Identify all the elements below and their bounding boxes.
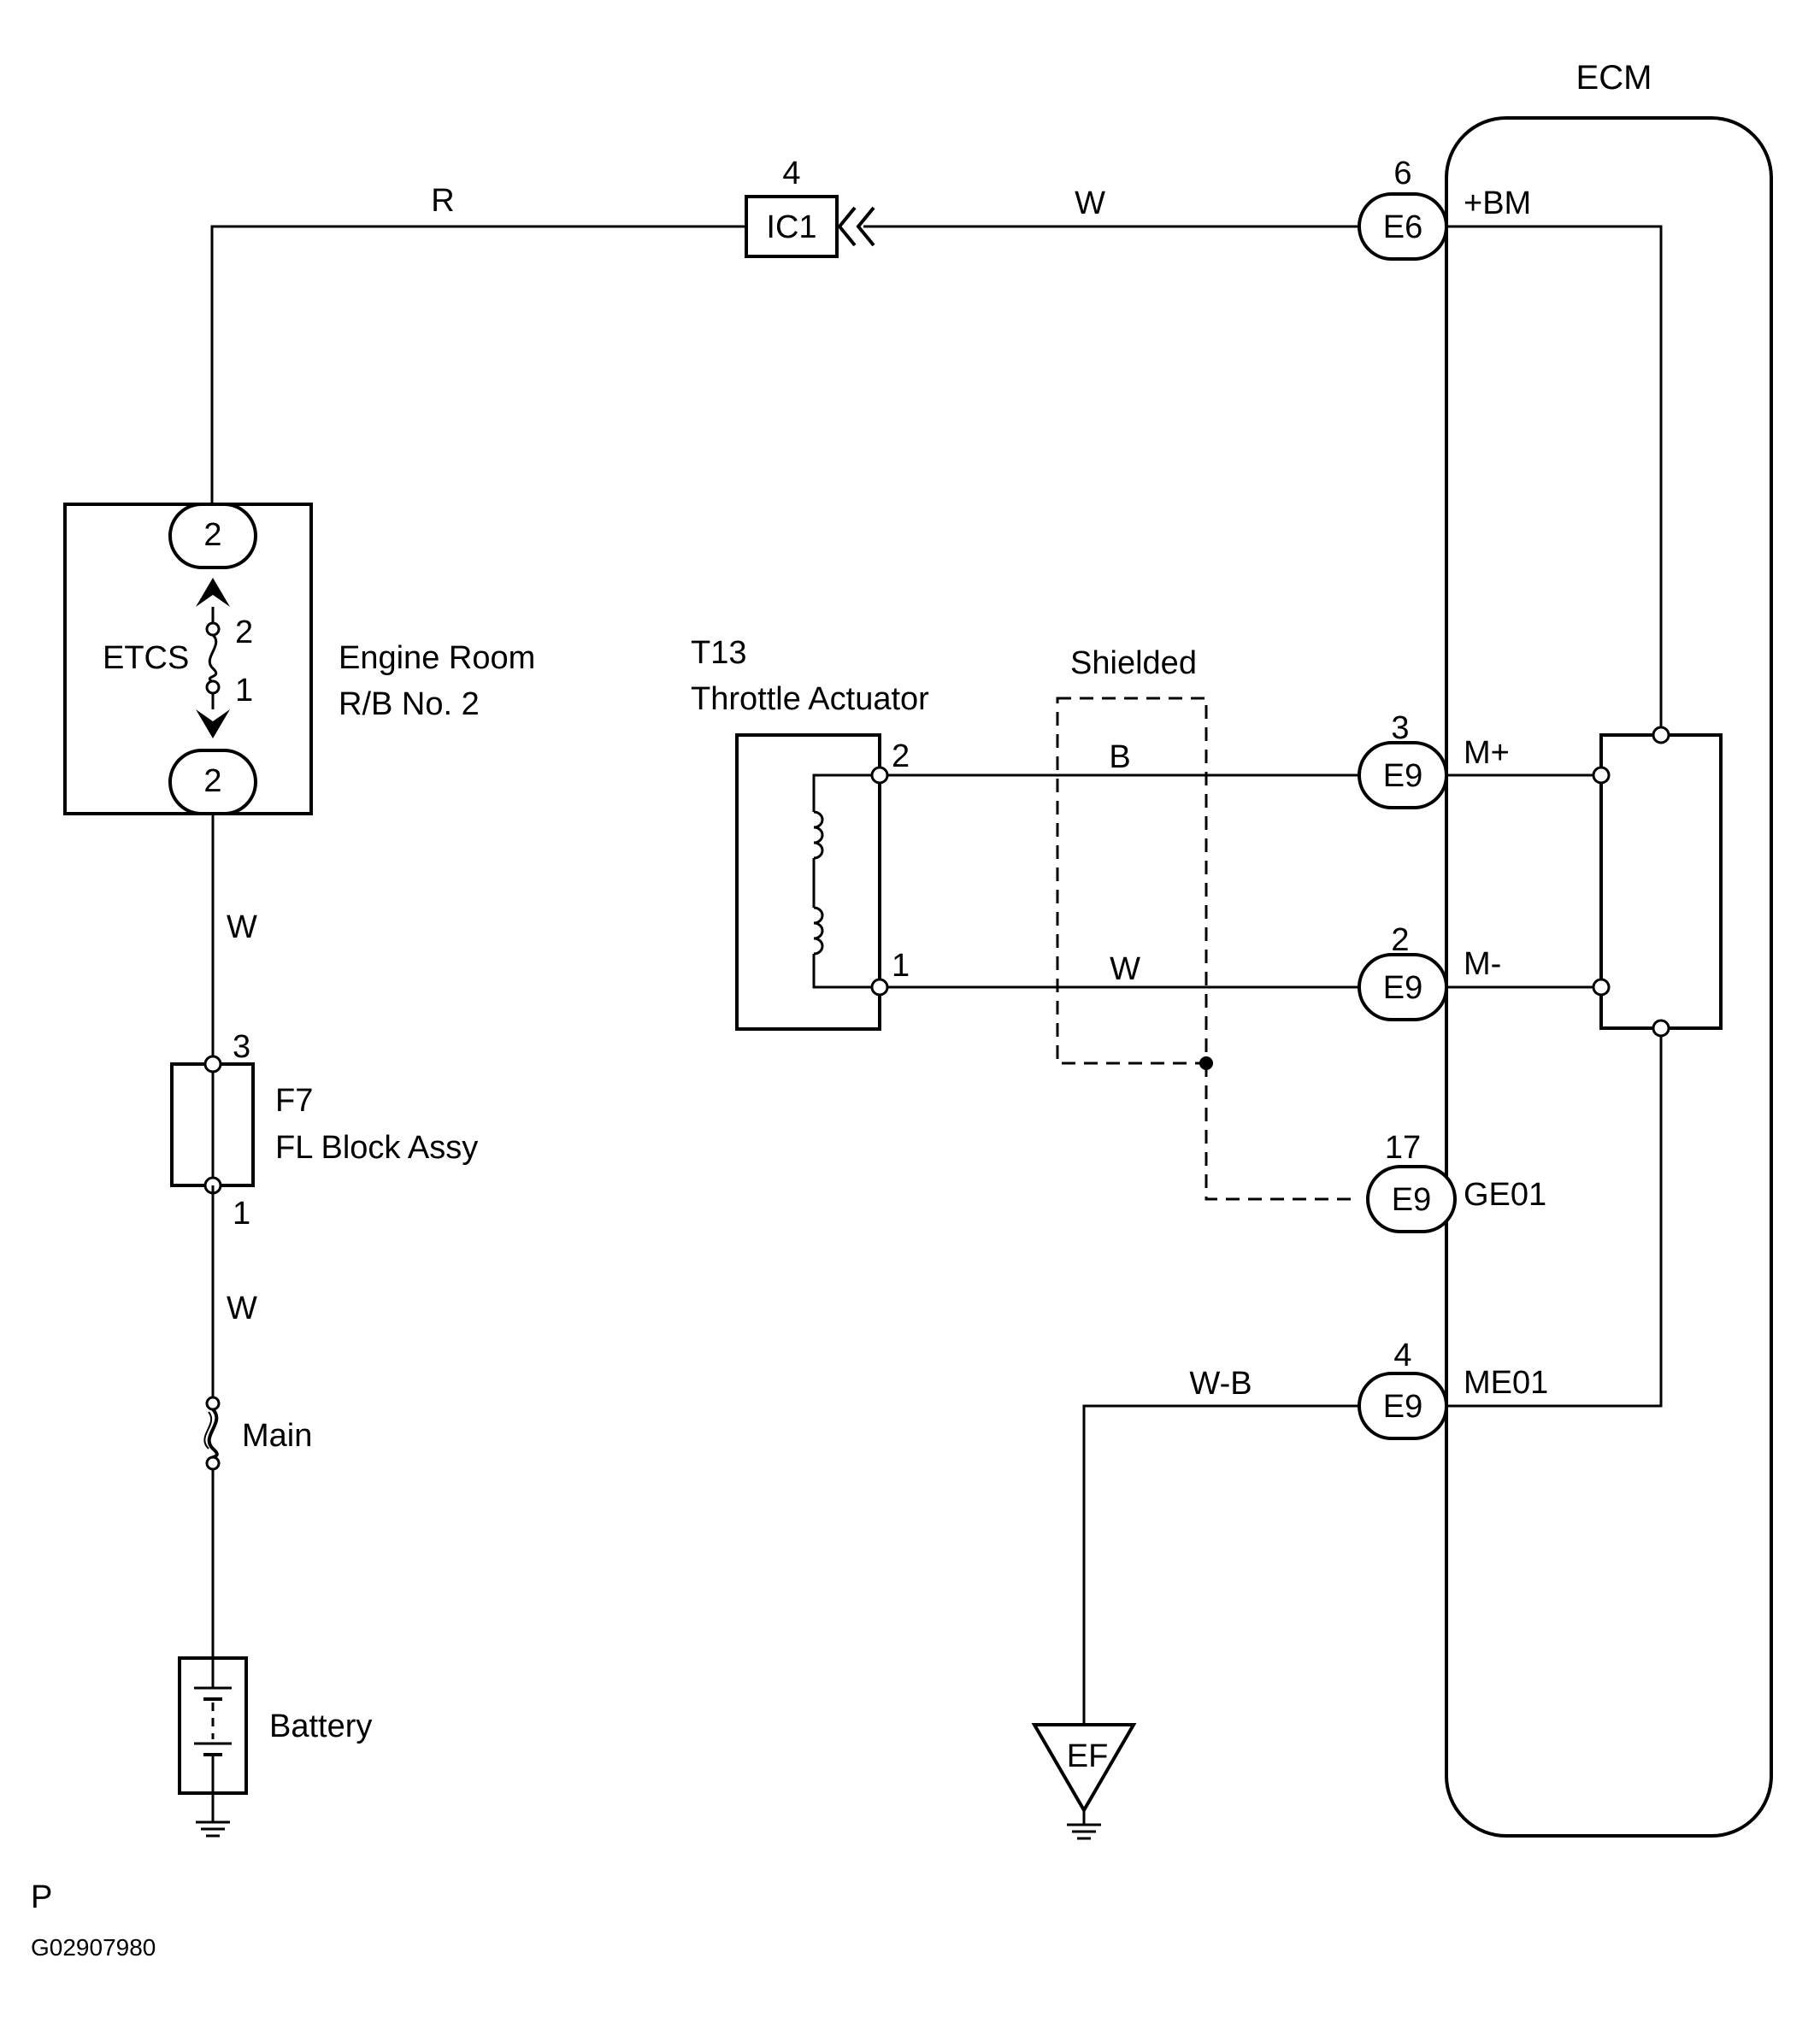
relay-arrow-up-icon [196,578,230,607]
etcs-pin-bottom: 1 [235,673,253,709]
battery-label: Battery [269,1708,372,1744]
relay-arrow-down-icon [196,709,230,738]
throttle-terminal-2 [870,766,889,785]
fl-block-pin-bottom: 1 [233,1196,250,1232]
throttle-code: T13 [691,635,746,671]
relay-block-conn-top-pin: 2 [203,517,221,553]
connector-e9-ge01-label: E9 [1392,1182,1431,1218]
etcs-pin-top: 2 [235,615,253,650]
driver-terminal-bottom [1652,1019,1670,1038]
main-fuse-terminal-bottom [205,1456,221,1471]
connector-e6-pin: 6 [1393,156,1411,191]
relay-block-conn-bottom-pin: 2 [203,763,221,799]
footer-mark: P [31,1879,52,1915]
wire-label-w-left-1: W [227,909,257,945]
ecm-motor-driver [1599,733,1723,1030]
connector-ic1-pin: 4 [782,156,800,191]
shield-drain-wire [1204,1063,1359,1201]
ic1-chevron-1 [837,206,857,247]
driver-terminal-mplus [1592,766,1611,785]
connector-ic1-label: IC1 [766,209,816,245]
shield-box [1056,697,1208,1065]
fl-block-code: F7 [275,1083,313,1119]
ic1-chevron-2 [856,206,875,247]
ground-ef-label: EF [1067,1738,1109,1774]
ecm-title: ECM [1576,59,1652,97]
etcs-terminal-top [205,621,221,637]
etcs-fuse-icon [208,633,218,684]
driver-terminal-top [1652,726,1670,744]
connector-e9-mminus-label: E9 [1383,970,1422,1006]
wire-wb [1082,1404,1359,1725]
main-fuse-terminal-top [205,1396,221,1411]
wire-r [210,225,746,504]
ecm-pin-mplus: M+ [1464,735,1510,771]
wire-label-w-left-2: W [227,1291,257,1326]
ecm-pin-mminus: M- [1464,946,1501,982]
shield-label: Shielded [1070,645,1197,681]
fl-block-name: FL Block Assy [275,1130,478,1166]
connector-e9-ge01-pin: 17 [1385,1130,1421,1166]
connector-ic1 [745,195,839,258]
ecm-me01-line [1446,1028,1663,1408]
throttle-name: Throttle Actuator [691,681,929,717]
wire-label-r: R [431,183,454,219]
ecm-bm-line [1446,225,1663,735]
ecm-pin-me01: ME01 [1464,1365,1548,1401]
connector-e9-me01-pin: 4 [1393,1338,1411,1373]
coil-lead-top [812,773,880,812]
main-fuse-label: Main [242,1418,312,1454]
fl-block-pin-top: 3 [233,1029,250,1065]
relay-block-conn-top [168,503,257,569]
coil-lower-icon [813,906,824,956]
footer-code: G02907980 [31,1934,156,1961]
driver-terminal-mminus [1592,978,1611,997]
wire-label-w-top: W [1075,185,1105,221]
throttle-terminal-1 [870,978,889,997]
wire-label-wb: W-B [1189,1366,1252,1402]
connector-e9-mminus-pin: 2 [1391,922,1409,958]
connector-e9-mplus-label: E9 [1383,758,1422,794]
etcs-terminal-bottom [205,679,221,695]
connector-e9-mplus-pin: 3 [1391,710,1409,746]
ground-ef-icon [1031,1723,1137,1814]
ecm-pin-ge01: GE01 [1464,1177,1546,1213]
connector-e6-label: E6 [1383,209,1422,245]
connector-e9-me01-label: E9 [1383,1389,1422,1425]
etcs-label: ETCS [103,640,189,676]
coil-lead-bottom [812,954,880,989]
relay-block-name-2: R/B No. 2 [339,686,480,722]
throttle-actuator-box [735,733,881,1031]
wire-label-b: B [1109,739,1130,775]
throttle-pin-2: 2 [892,738,910,774]
throttle-pin-1: 1 [892,948,910,984]
wire-label-w-mid: W [1110,951,1140,987]
fl-block-terminal-top [203,1055,222,1073]
coil-upper-icon [813,810,824,860]
main-fuse-icon-inner [203,1411,213,1450]
relay-block-name-1: Engine Room [339,640,535,676]
ecm-pin-bm: +BM [1464,185,1531,221]
